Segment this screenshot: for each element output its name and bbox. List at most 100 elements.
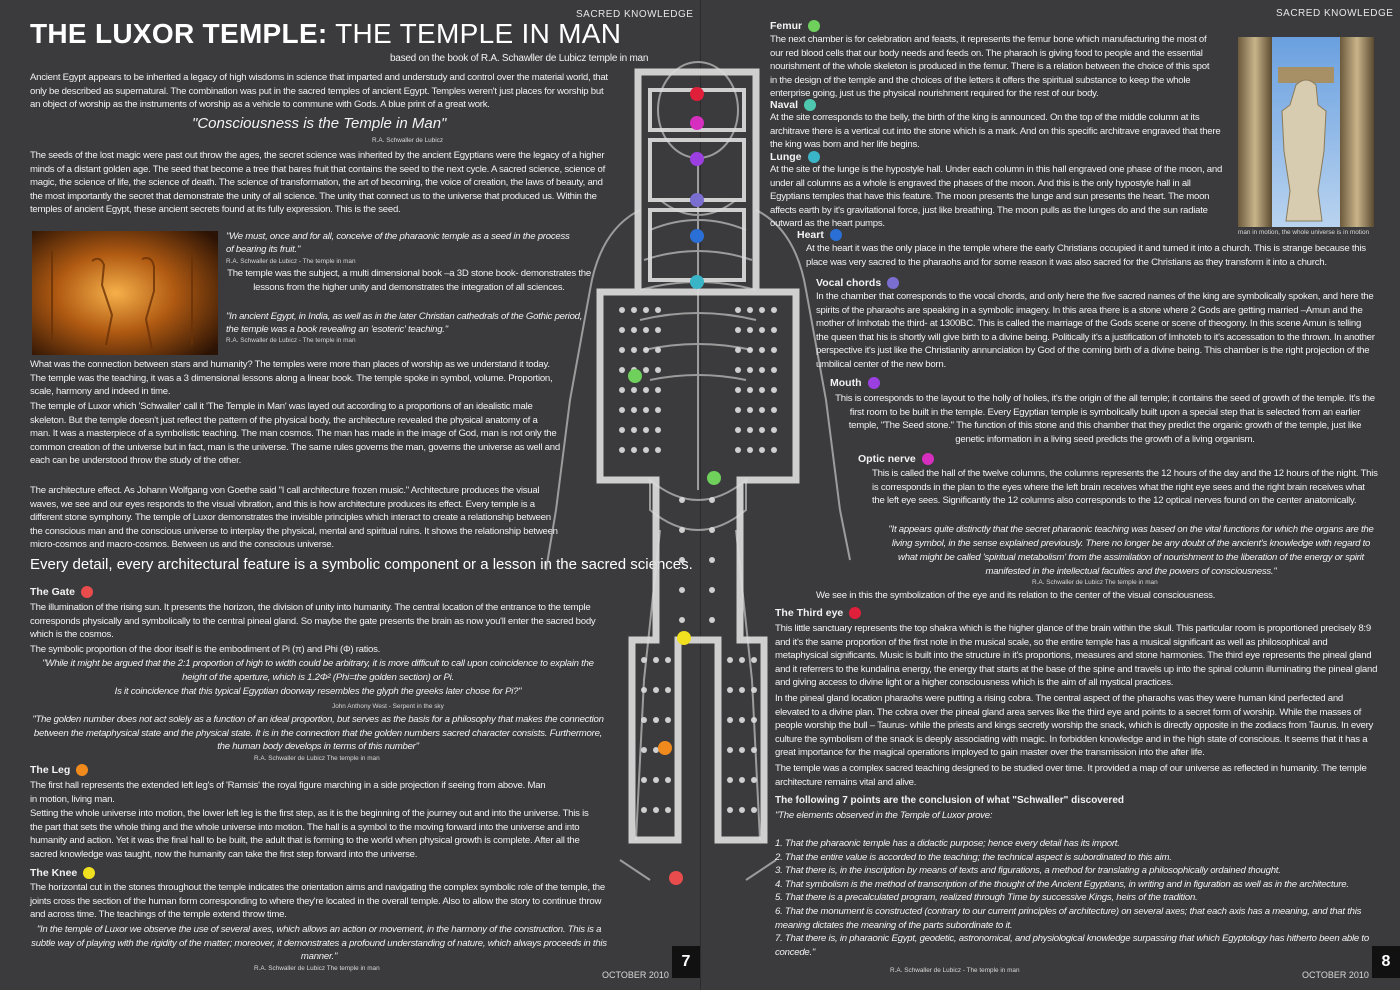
lunge-heading-text: Lunge <box>770 151 802 163</box>
optic-nerve-text: This is called the hall of the twelve co… <box>872 468 1378 507</box>
date-left: OCTOBER 2010 <box>602 970 669 980</box>
section-header-left: SACRED KNOWLEDGE <box>576 9 694 20</box>
heart-heading-text: Heart <box>797 229 824 241</box>
gate-quote-2: Is it coincidence that this typical Egyp… <box>114 686 522 697</box>
leg-heading: The Leg <box>30 764 89 776</box>
optic-nerve-quote: "It appears quite distinctly that the se… <box>888 524 1374 577</box>
mouth-marker-icon <box>690 152 704 166</box>
symbolic-line: Every detail, every architectural featur… <box>30 556 693 573</box>
architecture-paragraph: The architecture effect. As Johann Wolfg… <box>30 485 558 551</box>
conclusion-point: 1. That the pharaonic temple has a didac… <box>775 838 1120 849</box>
femur-text: The next chamber is for celebration and … <box>770 34 1210 100</box>
heart-text: At the heart it was the only place in th… <box>806 243 1366 268</box>
seed-quote-credit: R.A. Schwaller de Lubicz - The temple in… <box>226 258 356 265</box>
intro-paragraph: Ancient Egypt appears to be inherited a … <box>30 72 608 111</box>
lunge-text: At the site of the lunge is the hypostyl… <box>770 164 1223 230</box>
third-eye-text-2: In the pineal gland location pharaohs we… <box>775 693 1374 759</box>
stars-paragraph: What was the connection between stars an… <box>30 359 553 398</box>
femur-dot-icon <box>808 20 821 32</box>
optic-nerve-heading-text: Optic nerve <box>858 453 916 465</box>
optic-nerve-heading: Optic nerve <box>858 453 934 465</box>
knee-credit: R.A. Schwaller de Lubicz The temple in m… <box>254 965 380 972</box>
naval-dot-icon <box>804 99 817 111</box>
vocal-chords-heading-text: Vocal chords <box>816 277 882 289</box>
gate-credit-2: R.A. Schwaller de Lubicz The temple in m… <box>254 755 380 762</box>
conclusion-point: 7. That there is, in pharaonic Egypt, ge… <box>775 933 1369 958</box>
india-quote-credit: R.A. Schwaller de Lubicz - The temple in… <box>226 337 356 344</box>
femur-heading-text: Femur <box>770 20 803 32</box>
gate-heading-text: The Gate <box>30 586 75 598</box>
optic-nerve-after: We see in this the symbolization of the … <box>816 590 1216 601</box>
book-paragraph: The temple was the subject, a multi dime… <box>227 268 591 293</box>
column-grid <box>619 307 777 813</box>
section-header-right: SACRED KNOWLEDGE <box>1276 8 1394 19</box>
naval-heading-text: Naval <box>770 99 799 111</box>
main-quote-credit: R.A. Schwaller de Lubicz <box>372 137 444 144</box>
temple-skeleton-diagram <box>545 61 851 885</box>
heart-heading: Heart <box>797 229 842 241</box>
conclusion-point: 4. That symbolism is the method of trans… <box>775 878 1349 890</box>
gate-credit-1: John Anthony West - Serpent in the sky <box>332 703 444 710</box>
mouth-dot-icon <box>867 377 880 389</box>
heart-dot-icon <box>829 229 842 241</box>
leg-heading-text: The Leg <box>30 764 71 776</box>
conclusion-heading: The following 7 points are the conclusio… <box>775 795 1124 806</box>
leg-dot-icon <box>76 764 89 776</box>
conclusion-credit: R.A. Schwaller de Lubicz - The temple in… <box>890 967 1020 974</box>
vocal-chords-marker-icon <box>690 193 704 207</box>
gate-text: The illumination of the rising sun. It p… <box>30 602 596 641</box>
conclusion-intro: "The elements observed in the Temple of … <box>775 810 993 821</box>
femur-marker-icon <box>707 471 721 485</box>
main-quote: "Consciousness is the Temple in Man" <box>192 115 447 132</box>
title-rest: THE TEMPLE IN MAN <box>327 18 622 49</box>
page-fold <box>700 0 701 990</box>
seed-quote: "We must, once and for all, conceive of … <box>226 231 570 255</box>
page-number-left: 7 <box>672 946 700 978</box>
lunge-dot-icon <box>807 151 820 163</box>
lunge-marker-icon <box>690 275 704 289</box>
leg-marker-icon <box>658 741 672 755</box>
gate-quote-1: "While it might be argued that the 2:1 p… <box>42 658 594 683</box>
gate-dot-icon <box>80 586 93 598</box>
lunge-heading: Lunge <box>770 151 820 163</box>
seed-paragraph: The seeds of the lost magic were past ou… <box>30 150 606 216</box>
optic-nerve-marker-icon <box>690 116 704 130</box>
third-eye-heading: The Third eye <box>775 607 862 619</box>
naval-text: At the site corresponds to the belly, th… <box>770 112 1221 151</box>
temple-relief-photo <box>32 231 218 355</box>
knee-dot-icon <box>83 867 96 879</box>
third-eye-dot-icon <box>849 607 862 619</box>
title-bold: THE LUXOR TEMPLE: <box>30 18 328 49</box>
statue-caption: man in motion, the whole universe is in … <box>1238 229 1370 236</box>
third-eye-text-3: The temple was a complex sacred teaching… <box>775 763 1367 788</box>
knee-marker-icon <box>677 631 691 645</box>
india-quote: "In ancient Egypt, in India, as well as … <box>226 311 583 335</box>
knee-text: The horizontal cut in the stones through… <box>30 882 605 921</box>
vocal-chords-heading: Vocal chords <box>816 277 900 289</box>
gate-quote-3: "The golden number does not act solely a… <box>32 714 604 753</box>
naval-heading: Naval <box>770 99 817 111</box>
page-number-right: 8 <box>1372 946 1400 978</box>
page-title: THE LUXOR TEMPLE: THE TEMPLE IN MAN <box>30 18 621 50</box>
heart-marker-icon <box>690 229 704 243</box>
luxor-paragraph: The temple of Luxor which 'Schwaller' ca… <box>30 401 560 467</box>
conclusion-points: 1. That the pharaonic temple has a didac… <box>775 837 1379 959</box>
gate-proportion-text: The symbolic proportion of the door itse… <box>30 644 381 655</box>
luxor-statue-photo <box>1238 37 1374 227</box>
naval-marker-icon <box>628 369 642 383</box>
body-markers <box>628 87 721 885</box>
femur-heading: Femur <box>770 20 821 32</box>
conclusion-point: 2. That the entire value is accorded to … <box>775 851 1172 863</box>
vocal-chords-text: In the chamber that corresponds to the v… <box>816 291 1375 370</box>
mouth-heading-text: Mouth <box>830 377 862 389</box>
subtitle: based on the book of R.A. Schawller de L… <box>390 53 649 64</box>
mouth-text: This is corresponds to the layout to the… <box>835 393 1375 445</box>
third-eye-marker-icon <box>690 87 704 101</box>
gate-marker-icon <box>669 871 683 885</box>
third-eye-text-1: This little sanctuary represents the top… <box>775 623 1378 689</box>
knee-heading-text: The Knee <box>30 867 78 879</box>
conclusion-point: 5. That there is a precalculated program… <box>775 892 1198 904</box>
optic-nerve-credit: R.A. Schwaller de Lubicz The temple in m… <box>1032 579 1158 586</box>
leg-text-2: Setting the whole universe into motion, … <box>30 808 589 860</box>
